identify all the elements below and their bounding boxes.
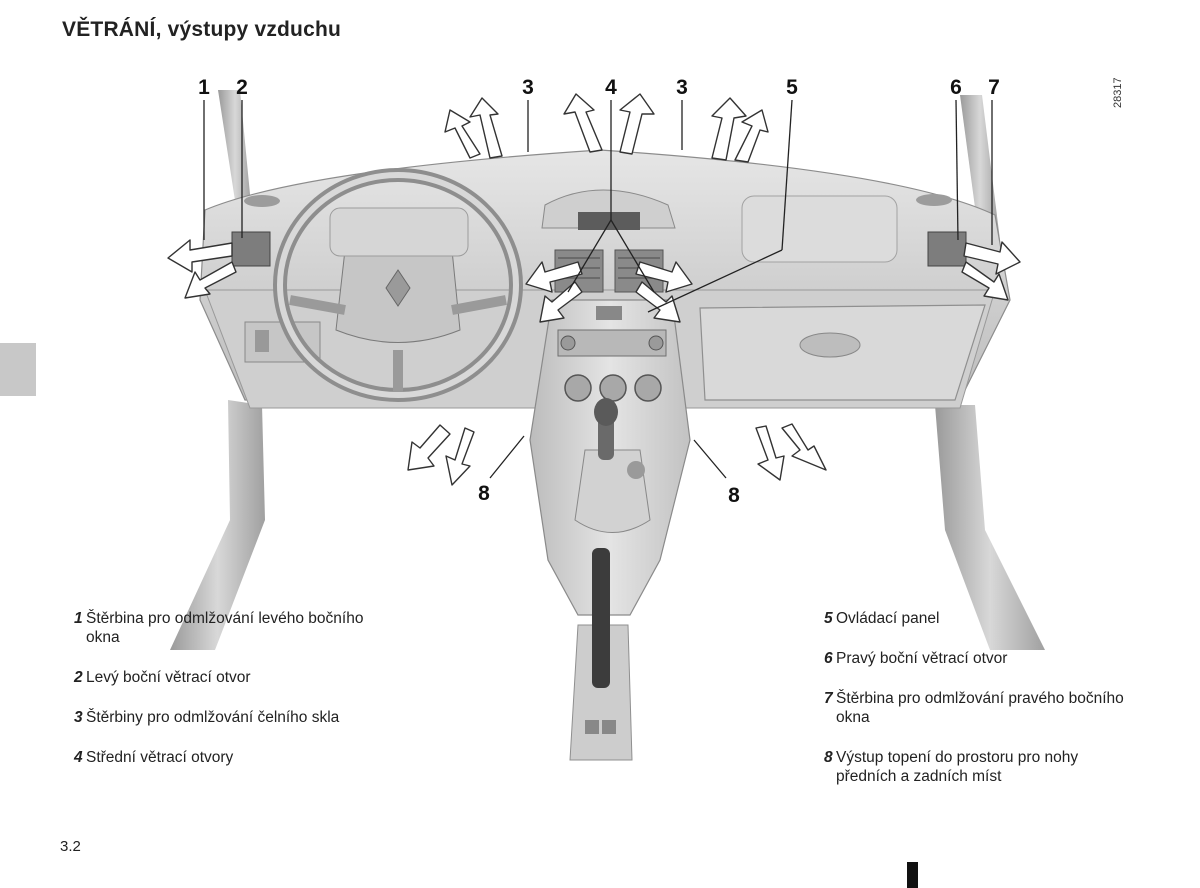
legend-text: Štěrbina pro odmlžování pravého boč­ního… [836, 690, 1124, 726]
left-side-vent [231, 231, 271, 267]
gear-knob [594, 398, 618, 426]
legend-number: 1 [74, 610, 83, 627]
legend-right: 5 Ovládací panel 6 Pravý boční větrací o… [812, 609, 1140, 807]
legend-item: 2 Levý boční větrací otvor [62, 668, 392, 687]
right-side-vent [927, 231, 967, 267]
section-tab-marker [0, 343, 36, 396]
legend-item: 5 Ovládací panel [812, 609, 1140, 628]
callout-6: 6 [950, 76, 962, 99]
climate-control-knobs [564, 374, 662, 402]
window-switch-right [602, 720, 616, 734]
callout-7: 7 [988, 76, 1000, 99]
legend-number: 3 [74, 709, 83, 726]
right-speaker [916, 194, 952, 206]
instrument-cluster [329, 207, 469, 257]
legend-item: 7 Štěrbina pro odmlžování pravého boč­ní… [812, 689, 1140, 727]
callout-8-right: 8 [728, 484, 740, 507]
callout-3-right: 3 [676, 76, 688, 99]
legend-item: 6 Pravý boční větrací otvor [812, 649, 1140, 668]
center-display [578, 212, 640, 230]
legend-text: Střední větrací otvory [86, 749, 234, 766]
right-pillar [935, 95, 1045, 650]
callout-3-left: 3 [522, 76, 534, 99]
legend-number: 2 [74, 669, 83, 686]
callout-2: 2 [236, 76, 248, 99]
page-edge-marker [907, 862, 918, 888]
airflow-arrows [167, 93, 1021, 486]
legend-number: 6 [824, 650, 833, 667]
callout-8-left: 8 [478, 482, 490, 505]
page-number: 3.2 [60, 838, 81, 855]
callout-leader-lines [203, 99, 993, 479]
window-switch-left [585, 720, 599, 734]
left-pillar [170, 90, 265, 650]
legend-number: 7 [824, 690, 833, 707]
radio-unit [557, 329, 667, 357]
center-display-hood [541, 189, 676, 229]
gear-lever [598, 415, 614, 460]
legend-text: Levý boční větrací otvor [86, 669, 251, 686]
legend-item: 8 Výstup topení do prostoru pro nohy pře… [812, 748, 1140, 786]
brand-logo [385, 269, 411, 307]
glovebox-handle [799, 332, 861, 358]
legend-number: 5 [824, 610, 833, 627]
callout-5: 5 [786, 76, 798, 99]
page-title: VĚTRÁNÍ, výstupy vzduchu [62, 18, 342, 41]
legend-text: Pravý boční větrací otvor [836, 650, 1008, 667]
legend-item: 1 Štěrbina pro odmlžování levého boč­níh… [62, 609, 392, 647]
callout-4: 4 [605, 76, 617, 99]
handbrake [592, 548, 610, 688]
legend-text: Výstup topení do prostoru pro nohy předn… [836, 749, 1079, 785]
legend-text: Štěrbina pro odmlžování levého boč­ního … [86, 610, 364, 646]
legend-left: 1 Štěrbina pro odmlžování levého boč­níh… [62, 609, 392, 788]
passenger-airbag-panel [741, 195, 898, 263]
left-speaker [244, 195, 280, 207]
light-switch [255, 330, 269, 352]
legend-text: Štěrbiny pro odmlžování čelního skla [86, 709, 340, 726]
legend-number: 4 [74, 749, 83, 766]
legend-text: Ovládací panel [836, 610, 940, 627]
legend-item: 4 Střední větrací otvory [62, 748, 392, 767]
legend-number: 8 [824, 749, 833, 766]
hazard-button [596, 306, 622, 320]
cup-holder [627, 461, 645, 479]
legend-item: 3 Štěrbiny pro odmlžování čelního skla [62, 708, 392, 727]
steering-wheel [273, 168, 523, 402]
callout-1: 1 [198, 76, 210, 99]
